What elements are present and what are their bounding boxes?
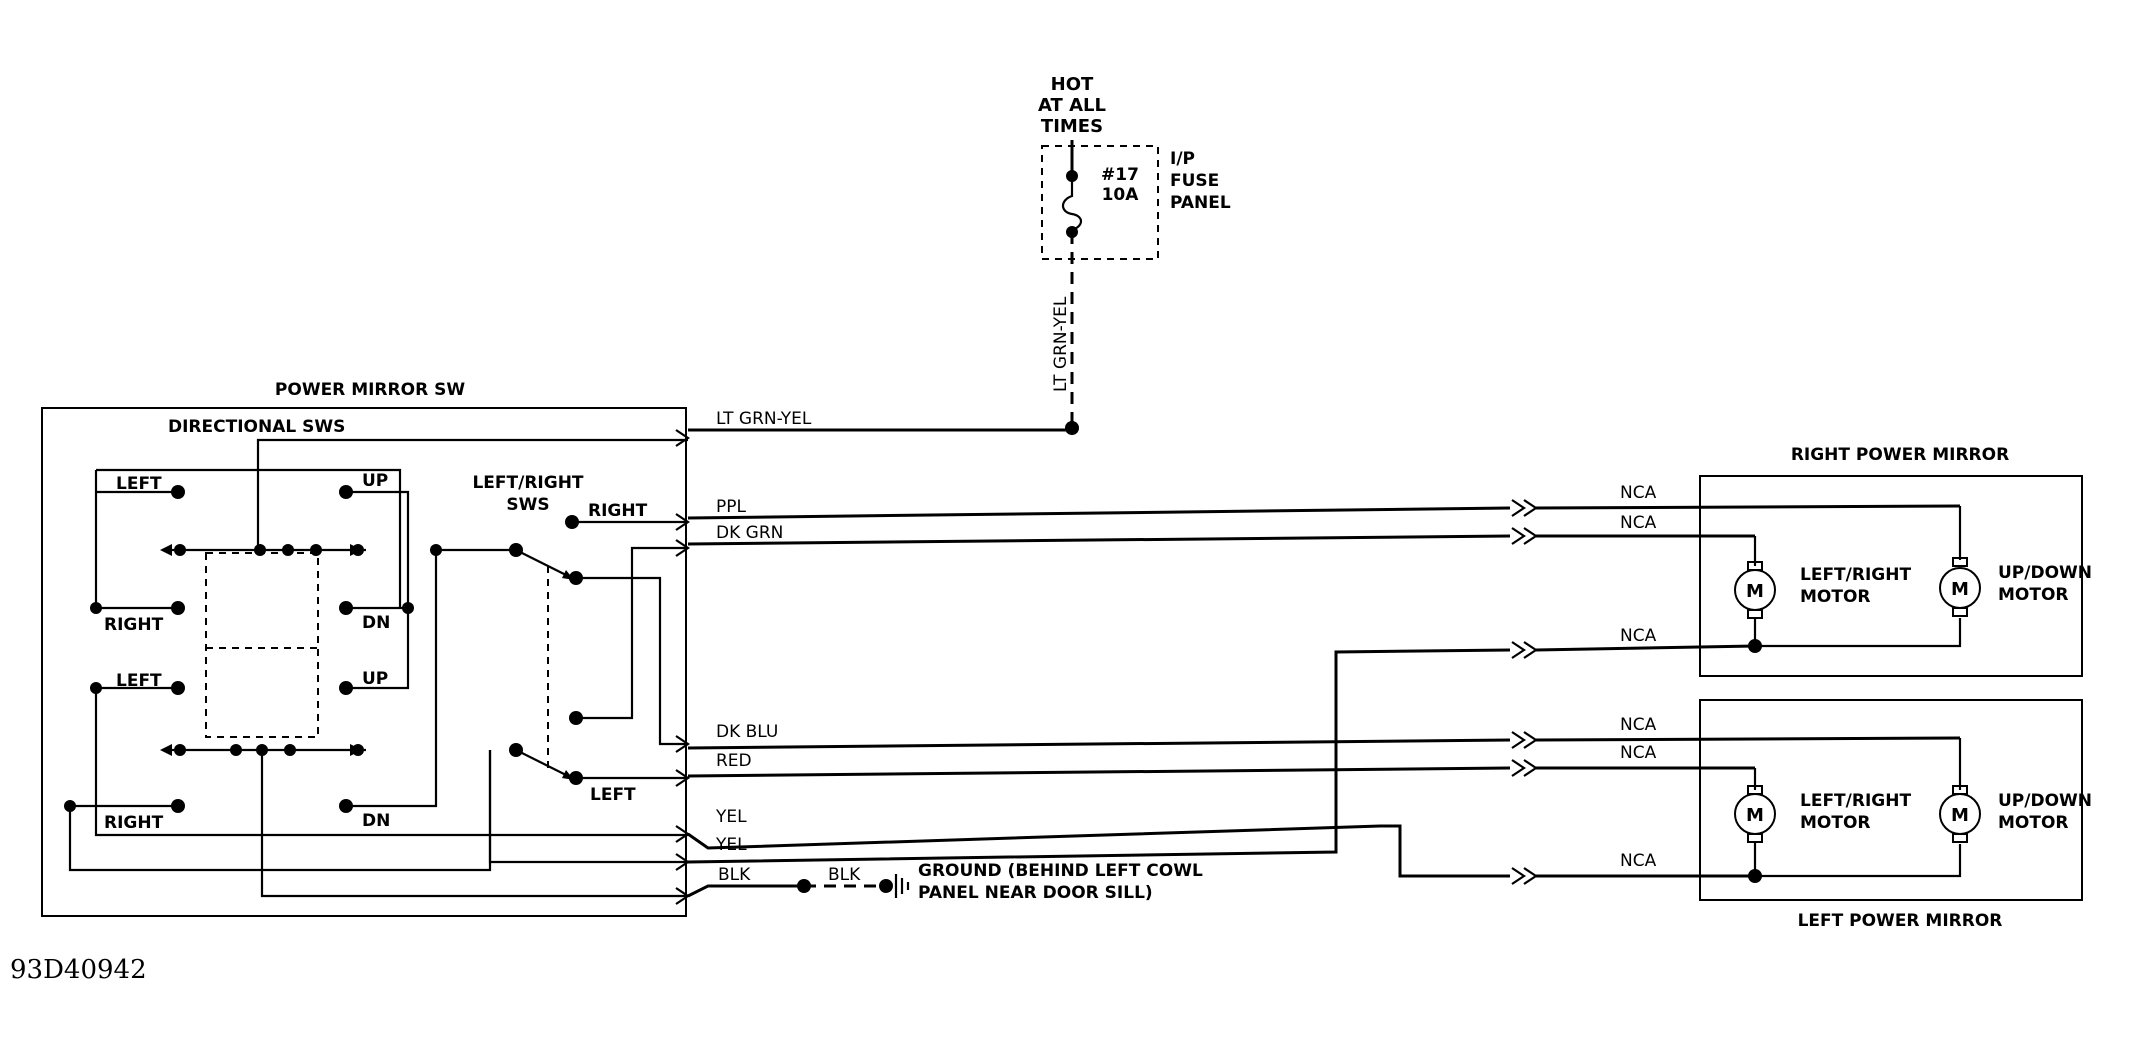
right-power-mirror-title: RIGHT POWER MIRROR	[1791, 445, 2009, 465]
dir-right-bot: RIGHT	[104, 813, 164, 833]
power-mirror-sw-box	[41, 407, 687, 917]
fuse-element	[1061, 176, 1083, 232]
fuse-panel-label-line2: FUSE	[1170, 171, 1219, 191]
wire-label-dk-blu: DK BLU	[716, 722, 778, 742]
ground-label-line1: GROUND (BEHIND LEFT COWL	[918, 861, 1203, 881]
left-ud-motor-label-1: UP/DOWN	[1998, 791, 2092, 811]
directional-sws-title: DIRECTIONAL SWS	[168, 417, 345, 437]
right-lr-motor-label-2: MOTOR	[1800, 587, 1871, 607]
wire-label-yel-1: YEL	[715, 807, 747, 827]
nca-1: NCA	[1620, 483, 1657, 503]
left-lr-motor-label-2: MOTOR	[1800, 813, 1871, 833]
wire-ppl	[687, 506, 1511, 520]
left-right-sws-title-line2: SWS	[506, 495, 549, 515]
right-ud-motor-label-1: UP/DOWN	[1998, 563, 2092, 583]
directional-sws-linkage	[205, 552, 319, 738]
sw-left-label: LEFT	[590, 785, 636, 805]
wire-blk	[687, 884, 804, 898]
right-lr-motor-label-1: LEFT/RIGHT	[1800, 565, 1911, 585]
wire-label-red: RED	[716, 751, 752, 771]
left-ud-motor-label-2: MOTOR	[1998, 813, 2069, 833]
right-power-mirror: RIGHT POWER MIRROR M LEFT/RIGHT MOTOR M …	[1699, 445, 2092, 677]
hot-at-all-times-line3: TIMES	[1041, 116, 1103, 137]
left-power-mirror: LEFT POWER MIRROR M LEFT/RIGHT MOTOR M U…	[1699, 699, 2092, 931]
right-power-mirror-box	[1699, 475, 2083, 677]
ground-bus	[260, 750, 688, 898]
dir-left-top: LEFT	[116, 474, 162, 494]
diagram-code: 93D40942	[10, 955, 147, 985]
fuse-feed-wire-label: LT GRN-YEL	[1051, 296, 1071, 392]
dir-dn-top: DN	[362, 613, 390, 633]
left-power-mirror-title: LEFT POWER MIRROR	[1798, 911, 2003, 931]
dir-right-top: RIGHT	[104, 615, 164, 635]
right-ud-motor-symbol: M	[1951, 579, 1969, 600]
nca-6: NCA	[1620, 851, 1657, 871]
dir-up-bot: UP	[362, 669, 388, 689]
right-ud-motor-label-2: MOTOR	[1998, 585, 2069, 605]
wire-label-blk-2: BLK	[828, 865, 861, 885]
left-lr-motor-symbol: M	[1746, 805, 1764, 826]
right-lr-motor-symbol: M	[1746, 581, 1764, 602]
wire-label-yel-2: YEL	[715, 835, 747, 855]
fuse-rating: 10A	[1102, 185, 1140, 205]
feed-bus	[256, 438, 688, 550]
power-mirror-sw-title: POWER MIRROR SW	[275, 380, 465, 400]
power-mirror-switch: POWER MIRROR SW DIRECTIONAL SWS	[41, 380, 690, 917]
wire-yel-upper	[687, 824, 1510, 878]
hot-at-all-times-line1: HOT	[1051, 74, 1094, 95]
left-right-sws-title-line1: LEFT/RIGHT	[472, 473, 583, 493]
sw-right-label: RIGHT	[588, 501, 648, 521]
hot-at-all-times-line2: AT ALL	[1038, 95, 1106, 116]
left-ud-motor-symbol: M	[1951, 805, 1969, 826]
wire-label-blk-1: BLK	[718, 865, 751, 885]
fuse-panel-label-line3: PANEL	[1170, 193, 1231, 213]
nca-2: NCA	[1620, 513, 1657, 533]
nca-5: NCA	[1620, 743, 1657, 763]
nca-4: NCA	[1620, 715, 1657, 735]
left-power-mirror-box	[1699, 699, 2083, 901]
common-return	[94, 688, 688, 837]
splice-feed	[1065, 421, 1079, 435]
wire-label-dk-grn: DK GRN	[716, 523, 783, 543]
fuse-number: #17	[1101, 165, 1139, 185]
fuse-panel-label-line1: I/P	[1170, 149, 1195, 169]
harness-wires: LT GRN-YEL PPL DK GRN DK BLU RED YEL YEL…	[687, 409, 1961, 903]
dir-dn-bot: DN	[362, 811, 390, 831]
fuse-panel-outline	[1041, 145, 1159, 260]
wire-red	[687, 766, 1511, 778]
wire-label-ppl: PPL	[716, 497, 747, 517]
left-lr-motor-label-1: LEFT/RIGHT	[1800, 791, 1911, 811]
wire-dk-grn	[687, 534, 1511, 546]
nca-3: NCA	[1620, 626, 1657, 646]
dir-left-bot: LEFT	[116, 671, 162, 691]
ground-label-line2: PANEL NEAR DOOR SILL)	[918, 883, 1153, 903]
wire-yel-lower	[687, 648, 1511, 864]
wire-label-lt-grn-yel: LT GRN-YEL	[716, 409, 812, 429]
dir-up-top: UP	[362, 471, 388, 491]
fuse-panel: HOT AT ALL TIMES #17 10A I/P FUSE PANEL …	[1038, 74, 1231, 435]
wire-dk-blu	[687, 738, 1511, 750]
